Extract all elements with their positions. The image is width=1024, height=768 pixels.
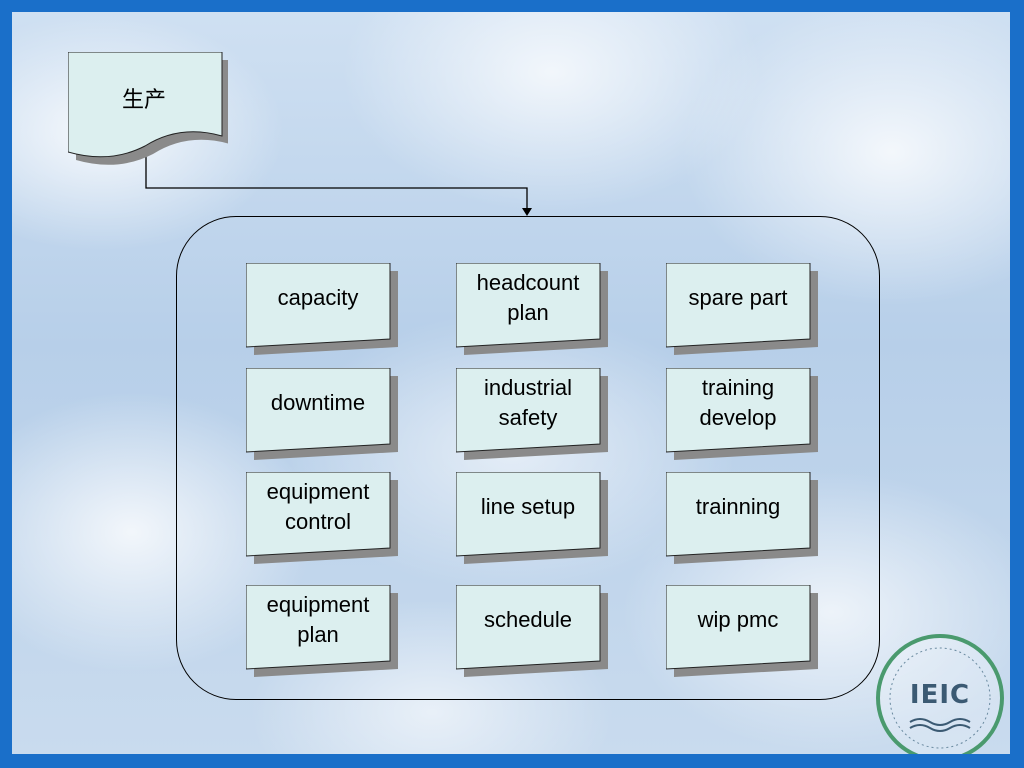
source-node-label: 生产 <box>121 88 166 113</box>
task-card[interactable]: headcount plan <box>456 263 608 355</box>
task-card[interactable]: line setup <box>456 472 608 564</box>
logo-text: IEIC <box>909 680 971 710</box>
task-label: capacity <box>277 285 359 310</box>
task-label: industrial safety <box>483 375 573 430</box>
card-shape <box>666 368 818 460</box>
card-shape <box>456 585 608 677</box>
task-group-container <box>176 216 880 700</box>
task-card[interactable]: wip pmc <box>666 585 818 677</box>
circular-seal-logo-icon <box>876 634 1004 754</box>
task-card[interactable]: industrial safety <box>456 368 608 460</box>
card-shape <box>246 585 398 677</box>
task-label: downtime <box>270 390 366 415</box>
slide-canvas: 生产 capacity headcount plan spare part downt… <box>12 12 1010 754</box>
task-card[interactable]: equipment control <box>246 472 398 564</box>
task-card[interactable]: trainning <box>666 472 818 564</box>
task-card[interactable]: equipment plan <box>246 585 398 677</box>
task-label: equipment control <box>266 479 370 534</box>
task-label: equipment plan <box>266 592 370 647</box>
card-shape <box>456 368 608 460</box>
source-document-node[interactable]: 生产 <box>68 52 228 170</box>
task-card[interactable]: capacity <box>246 263 398 355</box>
card-shape <box>456 472 608 564</box>
task-card[interactable]: training develop <box>666 368 818 460</box>
connector-arrow <box>145 152 532 216</box>
card-shape <box>246 263 398 355</box>
organization-logo: IEIC <box>872 630 1008 754</box>
card-shape <box>456 263 608 355</box>
card-shape <box>666 585 818 677</box>
task-label: trainning <box>695 494 781 519</box>
task-label: wip pmc <box>697 607 779 632</box>
task-label: headcount plan <box>476 270 580 325</box>
task-card[interactable]: schedule <box>456 585 608 677</box>
card-shape <box>246 368 398 460</box>
card-shape <box>246 472 398 564</box>
document-shape <box>68 52 228 165</box>
card-shape <box>666 472 818 564</box>
task-label: spare part <box>688 285 788 310</box>
task-label: schedule <box>483 607 573 632</box>
task-label: training develop <box>699 375 777 430</box>
task-card[interactable]: downtime <box>246 368 398 460</box>
card-shape <box>666 263 818 355</box>
task-card[interactable]: spare part <box>666 263 818 355</box>
task-label: line setup <box>480 494 576 519</box>
